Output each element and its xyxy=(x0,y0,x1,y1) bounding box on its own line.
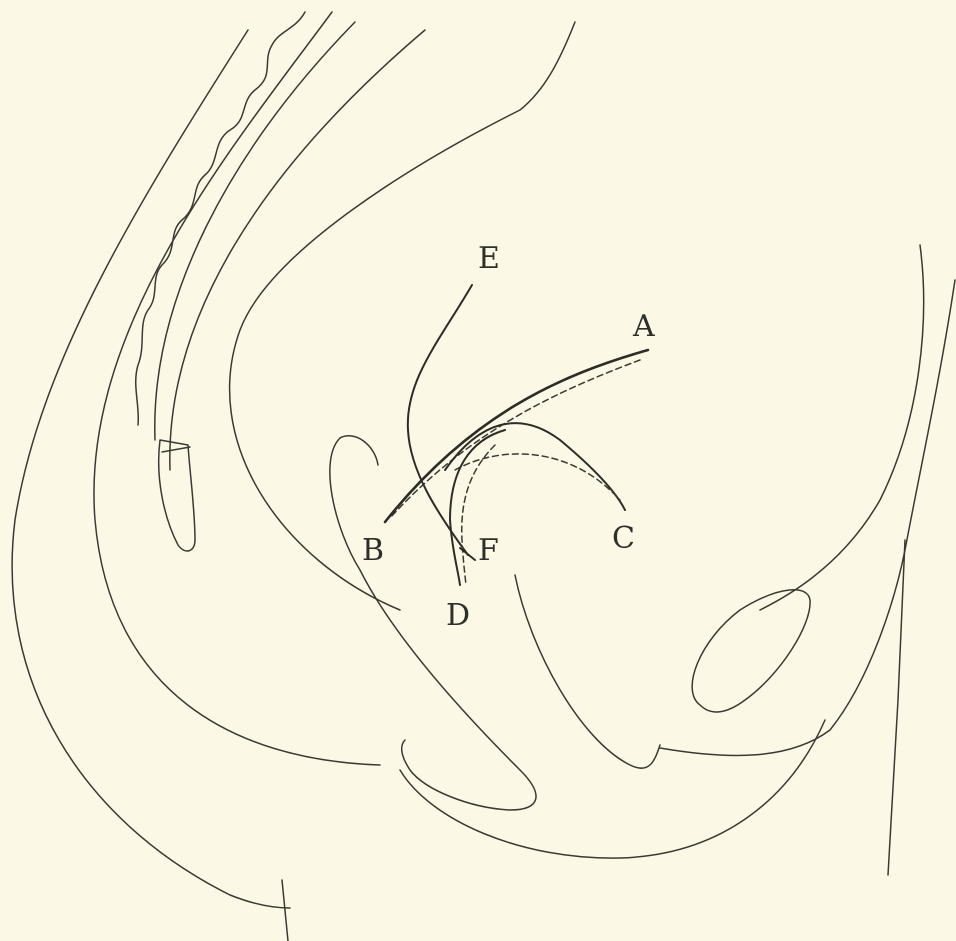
label-d: D xyxy=(446,598,470,633)
pubic-contour xyxy=(888,540,905,875)
abdominal-wall-outer xyxy=(660,280,955,755)
label-c: C xyxy=(612,521,635,556)
bladder-lower-contour xyxy=(400,720,825,858)
label-f: F xyxy=(478,533,499,568)
abdominal-wall-inner xyxy=(760,245,924,610)
anal-canal-junction xyxy=(162,447,190,452)
curve-a-b xyxy=(385,350,648,522)
label-e: E xyxy=(478,241,500,276)
label-b: B xyxy=(362,533,384,568)
curve-c-dashed xyxy=(455,454,620,500)
pubic-symphysis-oval xyxy=(692,590,810,712)
uterus-top xyxy=(340,436,378,465)
peritoneal-fold-curve xyxy=(230,22,575,610)
curve-e xyxy=(408,285,472,555)
rectum-wall-inner xyxy=(170,30,425,470)
curve-f-tail xyxy=(460,548,475,560)
bladder-outline xyxy=(515,575,660,768)
anal-canal xyxy=(159,440,195,551)
uterus-outline xyxy=(330,438,536,810)
buttock-cleft-line xyxy=(282,880,288,941)
label-a: A xyxy=(632,309,655,344)
